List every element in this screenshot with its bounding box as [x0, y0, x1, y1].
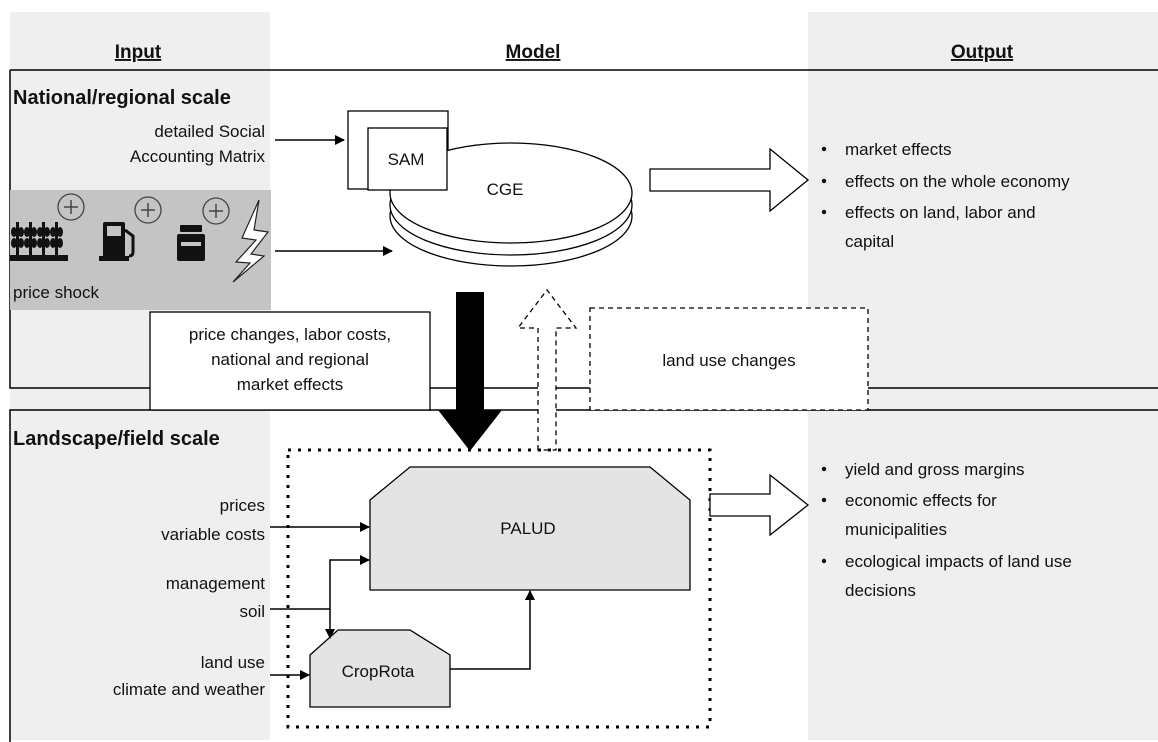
landscape-output-list: yield and gross margins economic effects…	[821, 460, 1072, 600]
landscape-output-item: yield and gross margins	[845, 460, 1025, 479]
landscape-output-arrow	[709, 473, 810, 537]
plus-circle-icon	[202, 197, 230, 225]
croprota-label: CropRota	[342, 662, 415, 681]
cge-model	[389, 142, 633, 267]
landscape-output-item: municipalities	[845, 520, 947, 539]
landscape-output-item: decisions	[845, 581, 916, 600]
palud-label: PALUD	[500, 519, 555, 538]
price-changes-line-1: price changes, labor costs,	[189, 325, 391, 344]
landscape-output-item: economic effects for	[845, 491, 997, 510]
sam-input-line-2: Accounting Matrix	[130, 147, 266, 166]
wheat-icon	[10, 222, 68, 261]
fuel-pump-icon	[99, 222, 135, 261]
landscape-output-item: ecological impacts of land use	[845, 552, 1072, 571]
national-output-item: capital	[845, 232, 894, 251]
price-changes-line-2: national and regional	[211, 350, 369, 369]
sam-inner-box	[367, 127, 448, 191]
national-output-item: effects on the whole economy	[845, 172, 1070, 191]
croprota-model	[309, 629, 451, 708]
landscape-section-title: Landscape/field scale	[13, 428, 220, 450]
variable-costs-input-label: variable costs	[161, 525, 265, 544]
national-output-arrow	[649, 147, 810, 213]
palud-model	[369, 466, 691, 591]
fertilizer-icon	[177, 225, 205, 261]
plus-circle-icon	[57, 193, 85, 221]
sam-label: SAM	[388, 150, 425, 169]
management-input-label: management	[166, 574, 266, 593]
model-header: Model	[506, 42, 561, 63]
land-use-input-label: land use	[201, 653, 265, 672]
land-use-up-arrow	[516, 288, 578, 451]
soil-input-label: soil	[239, 602, 265, 621]
prices-input-label: prices	[220, 496, 265, 515]
price-changes-down-arrow	[438, 292, 502, 451]
input-header: Input	[115, 42, 162, 63]
national-output-item: effects on land, labor and	[845, 203, 1036, 222]
price-changes-line-3: market effects	[237, 375, 343, 394]
cge-label: CGE	[487, 180, 524, 199]
land-use-changes-label: land use changes	[662, 351, 795, 370]
national-section-title: National/regional scale	[13, 87, 231, 109]
national-output-list: market effects effects on the whole econ…	[821, 140, 1070, 251]
national-output-item: market effects	[845, 140, 951, 159]
landscape-model-frame	[286, 448, 712, 729]
climate-input-label: climate and weather	[113, 680, 265, 699]
output-header: Output	[951, 42, 1014, 63]
price-changes-box	[149, 311, 431, 411]
price-shock-label: price shock	[13, 283, 99, 302]
sam-input-line-1: detailed Social	[154, 122, 265, 141]
land-use-changes-box	[589, 307, 869, 411]
plus-circle-icon	[134, 196, 162, 224]
management-input-connector	[270, 555, 370, 610]
lightning-icon	[232, 199, 270, 283]
croprota-to-palud-arrow	[450, 590, 535, 670]
